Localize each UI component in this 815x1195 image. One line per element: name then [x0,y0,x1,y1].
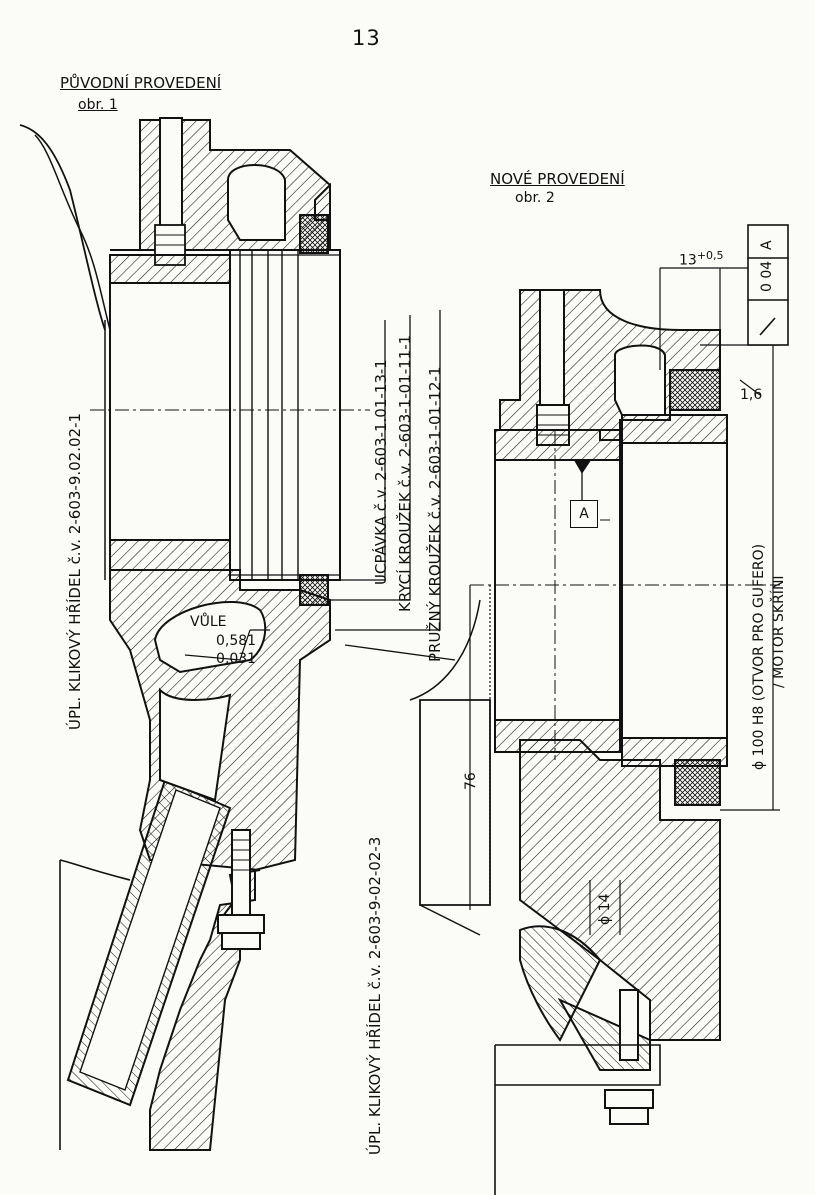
right-figure [409,224,789,1195]
bore-note: ϕ 100 H8 (OTVOR PRO GUFERO) [751,543,767,770]
bore-note-2: / MOTOR SKŘÍNI [771,575,787,688]
new-sleeve [621,442,728,739]
callout-cover-ring: KRYCÍ KROUŽEK č.v. 2-603-1-01-11-1 [396,334,414,612]
left-figure-subtitle: obr. 1 [78,97,118,113]
clearance-min: 0,031 [216,651,257,667]
dim-top-tolerance: +0,5 [696,249,724,262]
gufero-bottom [674,759,721,806]
shaft-journal [109,282,231,541]
clearance-title: VŮLE [190,614,227,630]
clearance-max: 0,581 [216,633,257,649]
callout-shaft-new: ÚPL. KLIKOVÝ HŘÍDEL č.v. 2-603-9-02-02-3 [366,836,384,1155]
right-figure-title: NOVÉ PROVEDENÍ [490,170,625,188]
right-figure-subtitle: obr. 2 [515,190,555,206]
callout-seal: UCPÁVKA č.v. 2-603-1.01-13-1 [372,359,390,585]
housing-upper [110,119,331,261]
new-journal [494,459,621,721]
seal-top [299,214,329,254]
bushing-bottom [109,539,231,571]
callout-leaders [184,310,456,661]
dim-top: 13+0,5 [679,250,724,268]
roughness-value: 1,6 [740,387,763,403]
bushing-top [109,254,231,284]
callout-spring-ring: PRUŽNÝ KROUŽEK č.v. 2-603-1-01-12-1 [426,366,444,662]
sleeve [229,249,341,581]
tolerance-value: 0 04 [759,260,775,292]
datum-box-label: A [579,506,589,522]
dim-top-value: 13 [679,252,697,269]
left-figure-title: PŮVODNÍ PROVEDENÍ [60,74,222,92]
left-figure [19,117,370,1151]
dim-hole: ϕ 14 [597,893,613,926]
gufero-top [669,369,721,411]
dim-length: 76 [463,772,479,790]
datum-box-a: A [570,500,598,528]
tolerance-datum: A [759,240,775,250]
left-shaft-label: ÚPL. KLIKOVÝ HŘÍDEL č.v. 2-603-9.02.02-1 [66,412,84,730]
page-number: 13 [352,26,381,50]
